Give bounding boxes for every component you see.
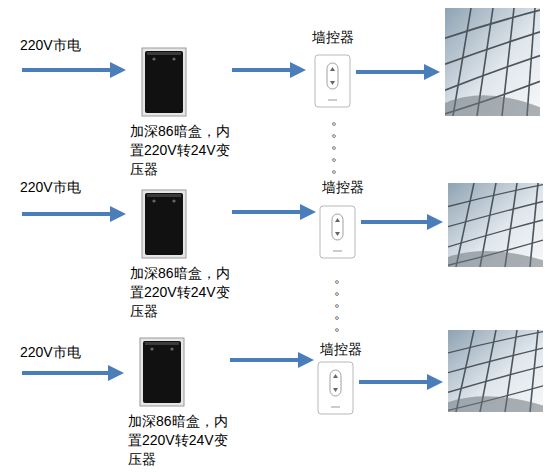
- skylight-photo: [448, 183, 543, 267]
- flow-arrow: [22, 371, 114, 375]
- skylight-photo: [448, 330, 543, 412]
- node-caption: 加深86暗盒，内置220V转24V变压器: [128, 412, 230, 469]
- flow-arrow: [232, 210, 306, 214]
- output-arrow: [356, 70, 430, 74]
- wall-controller: 墙控器: [316, 340, 366, 416]
- flow-arrow: [232, 68, 296, 72]
- node-label: 220V市电: [20, 36, 110, 55]
- flow-arrow: [22, 68, 116, 72]
- junction-box: 加深86暗盒，内置220V转24V变压器: [126, 336, 230, 462]
- junction-box-illustration: [142, 48, 186, 116]
- power-source: 220V市电: [20, 343, 110, 377]
- flow-arrow: [22, 212, 116, 216]
- continuation-dot: 。: [331, 160, 345, 174]
- continuation-dot: 。: [334, 318, 348, 332]
- wall-panel-illustration: [318, 362, 353, 414]
- wall-panel-illustration: [320, 206, 355, 258]
- node-caption: 加深86暗盒，内置220V转24V变压器: [130, 264, 232, 321]
- node-label: 墙控器: [316, 340, 366, 359]
- junction-box: 加深86暗盒，内置220V转24V变压器: [128, 188, 232, 314]
- power-source: 220V市电: [20, 36, 110, 74]
- wall-controller: 墙控器: [308, 28, 358, 110]
- junction-box-illustration: [142, 190, 186, 258]
- flow-arrow: [230, 358, 304, 362]
- wall-controller: 墙控器: [318, 178, 368, 260]
- node-label: 墙控器: [318, 178, 368, 197]
- junction-box-illustration: [140, 338, 184, 406]
- wall-panel-illustration: [315, 55, 350, 107]
- junction-box: 加深86暗盒，内置220V转24V变压器: [128, 46, 232, 172]
- node-caption: 加深86暗盒，内置220V转24V变压器: [130, 122, 232, 179]
- output-arrow: [361, 220, 433, 224]
- node-label: 墙控器: [308, 28, 358, 47]
- node-label: 220V市电: [20, 343, 110, 362]
- power-source: 220V市电: [20, 178, 110, 218]
- output-arrow: [359, 380, 433, 384]
- skylight-photo: [445, 8, 540, 116]
- node-label: 220V市电: [20, 178, 110, 197]
